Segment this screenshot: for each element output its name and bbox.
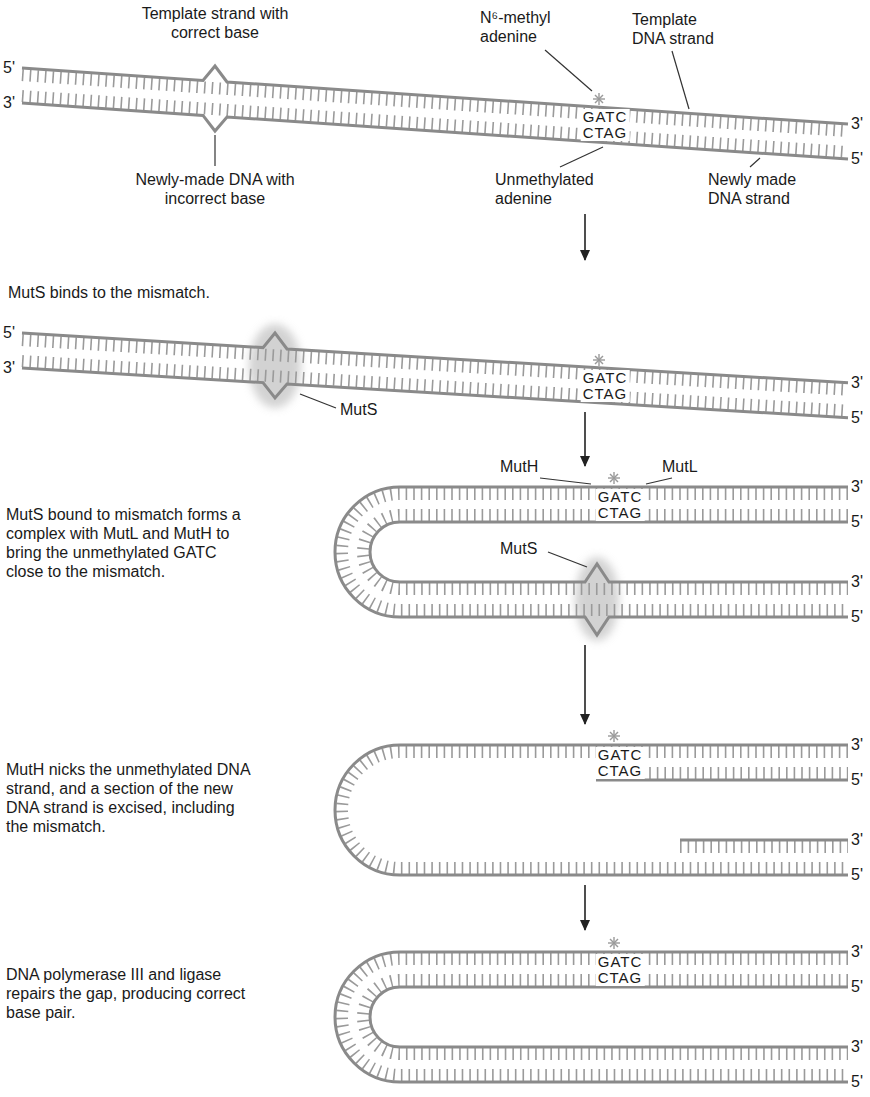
sequence: GATC [596,489,645,505]
step-arrow [584,645,586,724]
leader-line [540,478,591,484]
sequence: CTAG [581,386,630,402]
part-label: Template strand with correct base [125,4,305,42]
strand-end: 3' [851,478,863,496]
leader-line [560,147,603,167]
leader-line [214,135,215,166]
leader-line [545,50,592,91]
part-label: Newly made DNA strand [708,170,818,208]
strand-end: 3' [851,573,863,591]
strand-end: 5' [3,324,15,342]
sequence: CTAG [596,505,645,521]
protein-label: MutL [662,457,698,476]
sequence: GATC [596,954,645,970]
strand-end: 5' [851,409,863,427]
strand-end: 5' [851,513,863,531]
strand-end: 5' [851,1073,863,1091]
strand-end: 3' [851,1038,863,1056]
part-label: Newly-made DNA with incorrect base [135,170,295,208]
step-caption: DNA polymerase III and ligase repairs th… [6,965,246,1022]
leader-line [548,552,587,567]
leader-line [672,51,689,109]
sequence: GATC [581,370,630,386]
step-caption: MutH nicks the unmethylated DNA strand, … [6,760,256,836]
strand-end: 3' [851,736,863,754]
protein-label: MutH [500,457,538,476]
methyl-star [593,93,605,105]
muts-protein [249,324,301,408]
dna-duplex [22,66,848,159]
sequence: GATC [596,747,645,763]
strand-end: 5' [851,978,863,996]
part-label: N⁶-methyl adenine [480,8,575,46]
strand-end: 5' [851,150,863,168]
strand-end: 3' [851,943,863,961]
strand-end: 5' [851,771,863,789]
strand-end: 3' [851,115,863,133]
strand-end: 5' [851,608,863,626]
dna-hairpin [335,730,848,875]
strand-end: 3' [3,94,15,112]
strand-end: 3' [851,374,863,392]
strand-end: 3' [851,831,863,849]
methyl-star [593,354,605,366]
leader-line [646,478,672,484]
strand-end: 3' [3,359,15,377]
dna-duplex [22,333,848,418]
sequence: CTAG [581,125,630,141]
leader-line [300,394,336,408]
dna-hairpin [335,937,848,1082]
leader-line [750,158,760,167]
dna-hairpin [335,472,848,641]
sequence: GATC [581,109,630,125]
step-arrow [584,885,586,930]
part-label: Unmethylated adenine [495,170,610,208]
step-caption: MutS bound to mismatch forms a complex w… [6,505,241,581]
protein-label: MutS [340,400,377,419]
strand-end: 5' [851,866,863,884]
strand-end: 5' [3,59,15,77]
protein-label: MutS [500,539,537,558]
step-arrow [584,214,586,260]
step-caption: MutS binds to the mismatch. [8,283,210,302]
part-label: Template DNA strand [632,10,732,48]
sequence: CTAG [596,763,645,779]
sequence: CTAG [596,970,645,986]
step-arrow [584,412,586,466]
